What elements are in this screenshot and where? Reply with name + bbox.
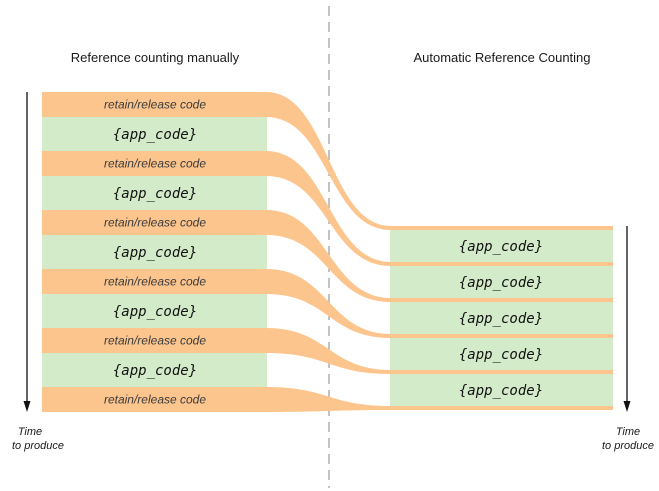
- flow-bands: [266, 92, 391, 412]
- retain-release-block: [42, 210, 267, 235]
- retain-release-block: [42, 92, 267, 117]
- retain-release-block: [42, 387, 267, 412]
- arc-column: {app_code} {app_code} {app_code} {app_co…: [390, 226, 613, 410]
- retain-release-label: retain/release code: [104, 275, 206, 289]
- app-code-block: [390, 374, 613, 406]
- app-code-block: [390, 302, 613, 334]
- time-label-left-line1: Time: [18, 426, 42, 438]
- app-code-block: [42, 117, 267, 151]
- flow-band: [266, 269, 391, 338]
- manual-heading: Reference counting manually: [71, 50, 240, 65]
- retain-release-label: retain/release code: [104, 393, 206, 407]
- manual-column: retain/release code {app_code} retain/re…: [42, 92, 267, 412]
- app-code-label: {app_code}: [113, 304, 197, 320]
- time-label-right-line2: to produce: [602, 440, 654, 452]
- app-code-block: [42, 176, 267, 210]
- app-code-block: [42, 294, 267, 328]
- app-code-label: {app_code}: [459, 383, 543, 399]
- flow-band: [266, 328, 391, 374]
- app-code-block: [390, 338, 613, 370]
- flow-band: [266, 210, 391, 302]
- arc-separator-band: [390, 334, 613, 338]
- time-arrow-left: [23, 92, 31, 412]
- retain-release-block: [42, 269, 267, 294]
- time-label-left-line2: to produce: [12, 440, 64, 452]
- retain-release-block: [42, 328, 267, 353]
- arc-separator-band: [390, 226, 613, 230]
- arc-separator-band: [390, 262, 613, 266]
- app-code-label: {app_code}: [113, 127, 197, 143]
- retain-release-block: [42, 151, 267, 176]
- retain-release-label: retain/release code: [104, 216, 206, 230]
- arc-separator-band: [390, 298, 613, 302]
- app-code-label: {app_code}: [459, 275, 543, 291]
- app-code-block: [42, 353, 267, 387]
- time-arrow-right: [623, 226, 631, 412]
- arc-separator-band: [390, 370, 613, 374]
- app-code-block: [390, 230, 613, 262]
- app-code-label: {app_code}: [113, 363, 197, 379]
- app-code-label: {app_code}: [459, 347, 543, 363]
- arc-heading: Automatic Reference Counting: [413, 50, 590, 65]
- retain-release-label: retain/release code: [104, 98, 206, 112]
- flow-band: [266, 387, 391, 412]
- flow-band: [266, 151, 391, 266]
- app-code-label: {app_code}: [459, 239, 543, 255]
- retain-release-label: retain/release code: [104, 157, 206, 171]
- app-code-label: {app_code}: [113, 186, 197, 202]
- time-label-right-line1: Time: [616, 426, 640, 438]
- app-code-label: {app_code}: [113, 245, 197, 261]
- app-code-label: {app_code}: [459, 311, 543, 327]
- flow-band: [266, 92, 391, 230]
- app-code-block: [42, 235, 267, 269]
- retain-release-label: retain/release code: [104, 334, 206, 348]
- arc-separator-band: [390, 406, 613, 410]
- app-code-block: [390, 266, 613, 298]
